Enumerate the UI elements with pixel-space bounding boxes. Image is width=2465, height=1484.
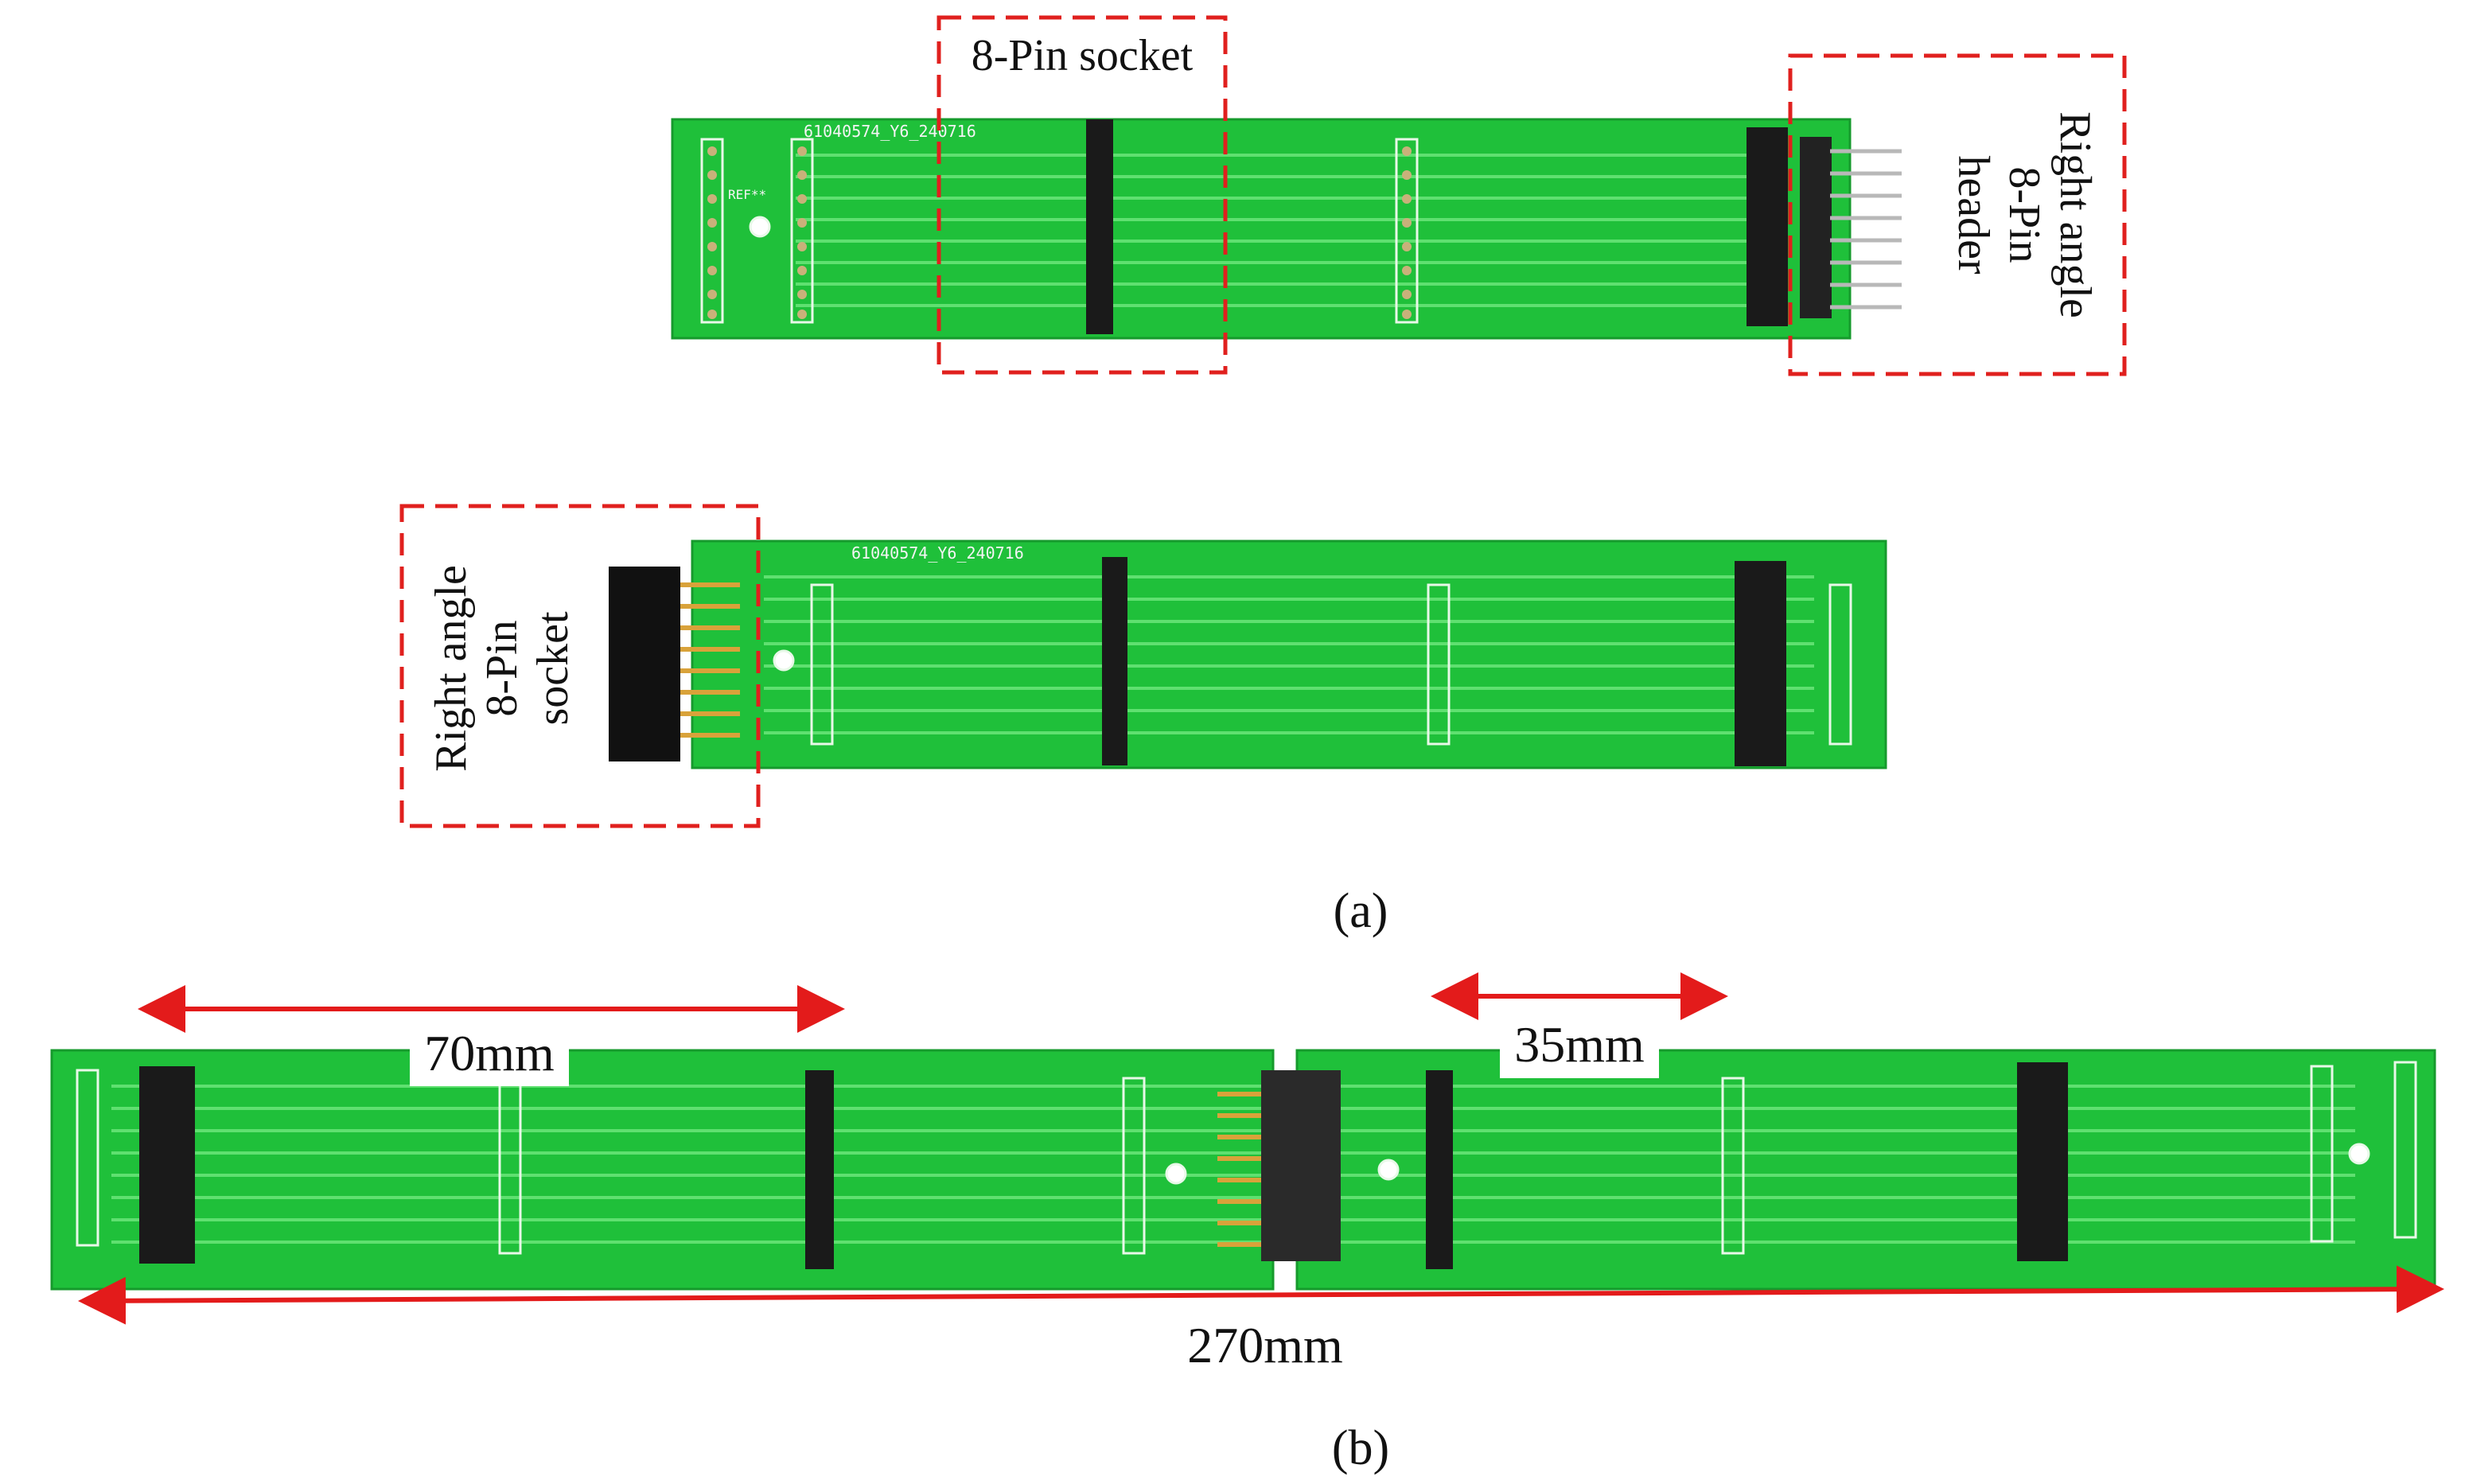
header-footprint-j2 bbox=[810, 583, 834, 746]
header-footprint-j4 bbox=[1395, 138, 1419, 324]
eight-pin-socket-right bbox=[1426, 1070, 1453, 1269]
header-footprint-j1-left bbox=[76, 1069, 99, 1247]
right-angle-header-body bbox=[1800, 137, 1832, 318]
callout-eight-pin-socket: 8-Pin socket bbox=[937, 15, 1228, 375]
board-id-silkscreen: 61040574_Y6_240716 bbox=[804, 122, 976, 141]
callout-label-socket-line3: socket bbox=[528, 611, 578, 726]
header-footprint-j2-right bbox=[2310, 1065, 2334, 1243]
pcb-board-right bbox=[1295, 1049, 2436, 1291]
eight-pin-socket bbox=[1086, 119, 1113, 334]
callout-label-eight-pin-socket: 8-Pin socket bbox=[972, 31, 1194, 80]
dimension-270mm: 270mm bbox=[78, 1265, 2444, 1373]
callout-label-socket-line1: Right angle bbox=[426, 565, 476, 772]
dimension-label-35mm: 35mm bbox=[1514, 1016, 1645, 1073]
header-footprint-j1-right bbox=[2393, 1061, 2417, 1239]
dimension-70mm: 70mm bbox=[138, 985, 845, 1086]
socket-pins bbox=[680, 582, 740, 738]
ref-silkscreen: REF** bbox=[728, 187, 766, 202]
eight-pin-socket-j7 bbox=[139, 1066, 195, 1264]
panel-label-b: (b) bbox=[1332, 1421, 1389, 1475]
callout-right-angle-socket: Right angle 8-Pin socket bbox=[399, 504, 761, 828]
dimension-35mm: 35mm bbox=[1431, 972, 1728, 1078]
mounting-hole bbox=[749, 216, 771, 238]
pcb-traces bbox=[796, 154, 1766, 307]
header-footprint-j2 bbox=[790, 138, 814, 324]
header-footprint-j2 bbox=[1122, 1077, 1146, 1255]
right-angle-socket-joint bbox=[1261, 1070, 1341, 1261]
callout-right-angle-header: Right angle 8-Pin header bbox=[1788, 53, 2127, 376]
mounting-hole bbox=[1377, 1159, 1400, 1181]
header-footprint-j1 bbox=[700, 138, 724, 324]
board-id-silkscreen: 61040574_Y6_240716 bbox=[851, 543, 1024, 563]
mounting-hole bbox=[773, 649, 795, 672]
eight-pin-socket-j7 bbox=[1735, 561, 1786, 766]
header-pins bbox=[1830, 149, 1902, 310]
dimension-label-270mm: 270mm bbox=[1187, 1317, 1343, 1373]
header-footprint-j6 bbox=[1828, 583, 1852, 746]
right-angle-header bbox=[1747, 127, 1788, 326]
mounting-hole bbox=[2348, 1143, 2370, 1165]
pcb-traces bbox=[764, 575, 1814, 734]
dimension-label-70mm: 70mm bbox=[424, 1025, 555, 1081]
eight-pin-socket bbox=[805, 1070, 834, 1269]
pcb-board-left bbox=[50, 1049, 1275, 1291]
mounting-hole bbox=[1165, 1163, 1187, 1185]
pcb-board-middle: 61040574_Y6_240716 bbox=[609, 539, 1887, 769]
eight-pin-socket bbox=[1102, 557, 1127, 765]
header-footprint-j4 bbox=[1427, 583, 1451, 746]
callout-label-header-line1: Right angle bbox=[2050, 111, 2100, 318]
joint-pins bbox=[1217, 1092, 1261, 1247]
eight-pin-socket-j3 bbox=[2017, 1062, 2068, 1261]
pcb-board-top: 61040574_Y6_240716 REF** bbox=[671, 118, 1902, 340]
callout-label-header-line3: header bbox=[1949, 155, 1998, 275]
pcb-assembly-joined bbox=[24, 1003, 2443, 1317]
callout-label-header-line2: 8-Pin bbox=[2000, 166, 2049, 263]
header-footprint-j4-right bbox=[1721, 1077, 1745, 1255]
panel-label-a: (a) bbox=[1334, 884, 1388, 938]
callout-label-socket-line2: 8-Pin bbox=[477, 620, 527, 716]
right-angle-socket-body bbox=[609, 567, 680, 761]
